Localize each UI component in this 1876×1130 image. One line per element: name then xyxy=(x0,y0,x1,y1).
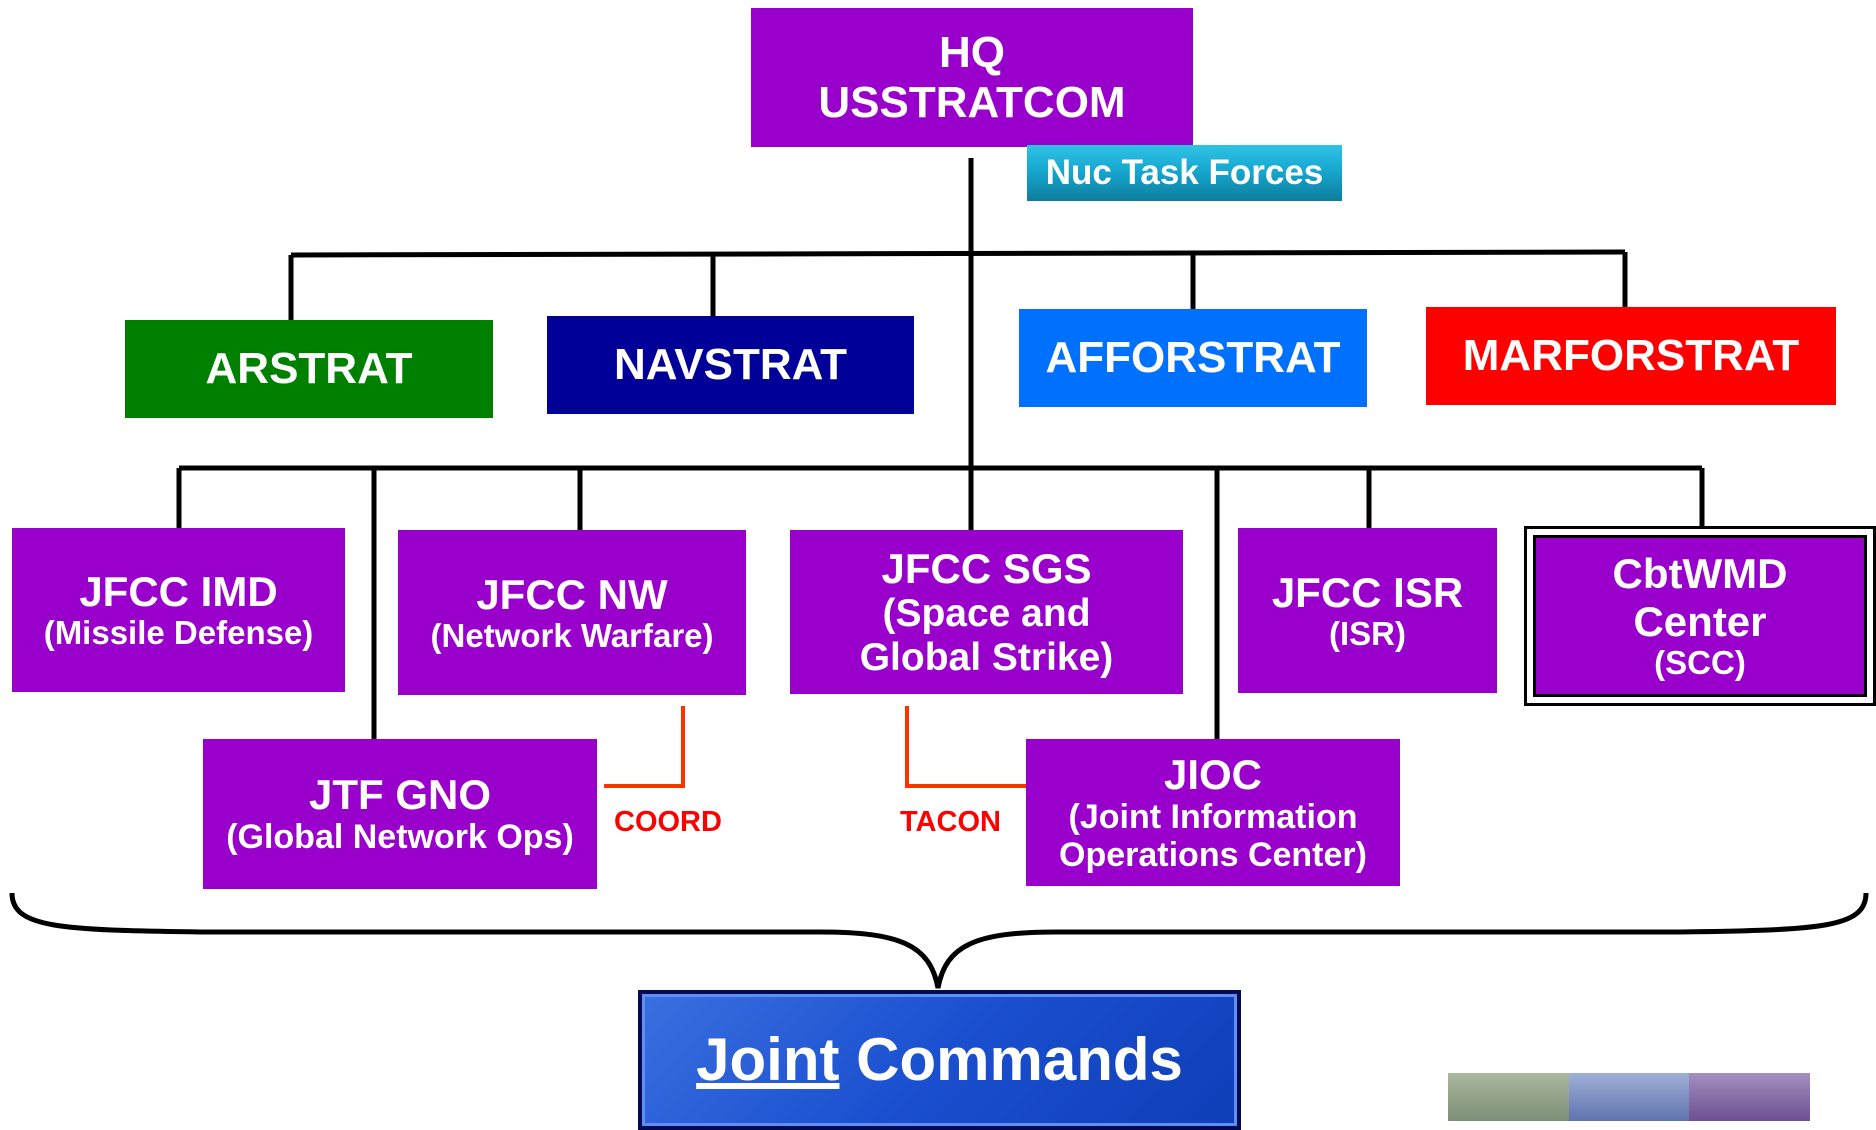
jfcc-isr-title: JFCC ISR xyxy=(1271,568,1464,616)
jfcc-nw-box: JFCC NW (Network Warfare) xyxy=(398,530,746,695)
jtf-gno-title: JTF GNO xyxy=(308,771,491,819)
nuc-task-forces-label: Nuc Task Forces xyxy=(1027,145,1342,201)
commands-word: Commands xyxy=(839,1026,1183,1094)
cbtwmd-line1: CbtWMD xyxy=(1612,550,1788,598)
jfcc-imd-box: JFCC IMD (Missile Defense) xyxy=(12,528,345,692)
tacon-label: TACON xyxy=(900,806,1001,838)
coord-label: COORD xyxy=(614,806,722,838)
jfcc-nw-subtitle: (Network Warfare) xyxy=(430,616,714,654)
seal-image-3 xyxy=(1689,1073,1811,1121)
jtf-gno-subtitle: (Global Network Ops) xyxy=(226,818,574,857)
navstrat-box: NAVSTRAT xyxy=(547,316,914,414)
coord-line xyxy=(604,706,685,788)
afforstrat-box: AFFORSTRAT xyxy=(1019,309,1367,407)
arstrat-box: ARSTRAT xyxy=(125,320,493,418)
jfcc-nw-title: JFCC NW xyxy=(476,570,668,618)
jioc-subtitle-2: Operations Center) xyxy=(1059,836,1367,875)
component-bus xyxy=(290,249,1626,258)
seal-image-1 xyxy=(1448,1073,1569,1121)
cbtwmd-line2: Center xyxy=(1633,597,1767,645)
joint-commands-text: Joint Commands xyxy=(696,1026,1183,1093)
jioc-box: JIOC (Joint Information Operations Cente… xyxy=(1026,739,1400,886)
hq-line1: HQ xyxy=(939,28,1005,78)
cbtwmd-center-box: CbtWMD Center (SCC) xyxy=(1524,526,1876,706)
jfcc-imd-title: JFCC IMD xyxy=(79,568,278,615)
tacon-line xyxy=(905,706,1026,788)
marforstrat-box: MARFORSTRAT xyxy=(1426,307,1836,405)
jfcc-sgs-box: JFCC SGS (Space and Global Strike) xyxy=(790,530,1183,694)
joint-word: Joint xyxy=(696,1026,840,1094)
jfcc-sgs-subtitle-1: (Space and xyxy=(882,591,1091,635)
jfcc-sgs-title: JFCC SGS xyxy=(881,544,1092,592)
seal-image-2 xyxy=(1568,1073,1690,1121)
jfcc-sgs-subtitle-2: Global Strike) xyxy=(859,635,1114,679)
jfcc-imd-subtitle: (Missile Defense) xyxy=(43,614,314,652)
joint-commands-brace xyxy=(9,892,1869,989)
agency-seal-strip xyxy=(1448,1073,1811,1121)
jfcc-isr-subtitle: (ISR) xyxy=(1329,614,1406,652)
hq-line2: USSTRATCOM xyxy=(818,77,1126,127)
cbtwmd-subtitle: (SCC) xyxy=(1654,643,1746,681)
jfcc-isr-box: JFCC ISR (ISR) xyxy=(1238,528,1497,693)
jtf-gno-box: JTF GNO (Global Network Ops) xyxy=(203,739,597,889)
cbtwmd-center-inner: CbtWMD Center (SCC) xyxy=(1533,535,1867,697)
jioc-subtitle-1: (Joint Information xyxy=(1068,797,1358,836)
jioc-title: JIOC xyxy=(1163,750,1263,798)
joint-commands-banner: Joint Commands xyxy=(638,990,1241,1130)
hq-usstratcom-box: HQ USSTRATCOM xyxy=(751,8,1193,147)
